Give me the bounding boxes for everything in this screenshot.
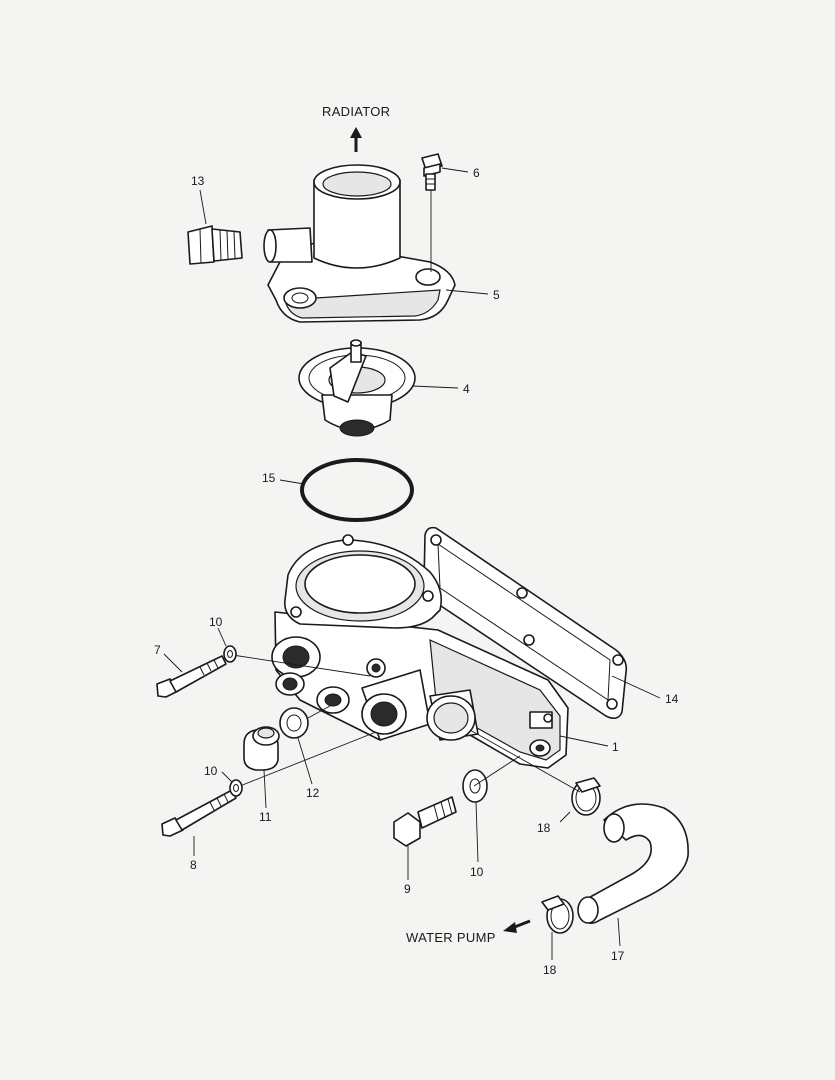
bolt-7	[156, 653, 371, 698]
washer-10b	[229, 779, 243, 797]
callout-5: 5	[493, 288, 500, 302]
callout-12: 12	[306, 786, 320, 800]
callout-10c: 10	[470, 865, 484, 879]
water-pump-arrow-icon	[503, 919, 531, 933]
coolant-hose-17	[577, 803, 689, 924]
callout-15: 15	[262, 471, 276, 485]
callout-10a: 10	[209, 615, 223, 629]
callout-9: 9	[404, 882, 411, 896]
bolt-9	[393, 796, 457, 847]
thermostat-housing-5	[263, 164, 456, 323]
callout-10b: 10	[204, 764, 218, 778]
thermostat-4	[298, 339, 416, 437]
radiator-arrow-icon	[350, 127, 362, 152]
callout-8: 8	[190, 858, 197, 872]
callout-17: 17	[611, 949, 625, 963]
callout-18b: 18	[543, 963, 557, 977]
callout-numbers: 13 6 5 4 15 14 1 7 10 10 8 11 12 9 10 18…	[154, 166, 679, 977]
sensor-plug-13	[187, 225, 243, 265]
washer-10c	[462, 769, 488, 803]
callout-4: 4	[463, 382, 470, 396]
hose-clamp-18b	[541, 895, 574, 934]
o-ring-15	[300, 458, 414, 522]
callout-7: 7	[154, 643, 161, 657]
callout-6: 6	[473, 166, 480, 180]
callout-11: 11	[259, 810, 272, 824]
callout-leaders	[163, 167, 661, 960]
seal-washer-12	[279, 705, 331, 739]
hose-clamp-18a	[571, 777, 601, 816]
callout-1: 1	[612, 740, 619, 754]
water-pump-label: WATER PUMP	[406, 930, 496, 945]
callout-13: 13	[191, 174, 205, 188]
callout-14: 14	[665, 692, 679, 706]
plug-11	[243, 726, 280, 771]
radiator-label: RADIATOR	[322, 104, 390, 119]
washer-10a	[223, 645, 237, 663]
callout-18a: 18	[537, 821, 551, 835]
bolt-8	[161, 731, 377, 837]
bolt-6	[421, 153, 443, 272]
